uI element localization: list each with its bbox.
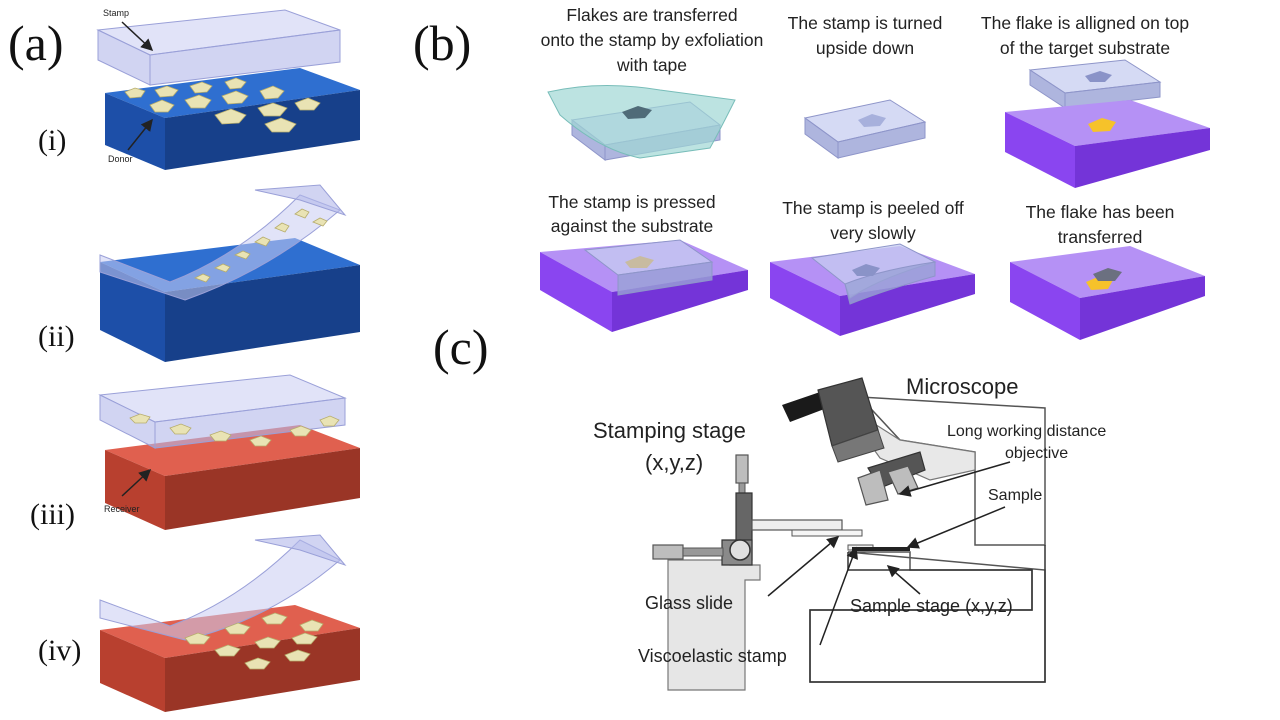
step-ii-label: (ii): [38, 320, 75, 353]
stamping-stage-label: Stamping stage: [593, 418, 746, 443]
sample-label: Sample: [988, 487, 1042, 504]
eyepiece: [782, 392, 827, 422]
microscope: [782, 377, 1046, 546]
flakes-under-stamp: [129, 413, 340, 447]
stage-pivot: [729, 539, 751, 561]
illustration-exfoliation-tape: [547, 84, 736, 162]
step-ii-illustration: [99, 184, 360, 362]
receiver-label: Receiver: [104, 504, 140, 514]
objective-arrow: [898, 461, 1011, 497]
svg-text:The stamp is pressed: The stamp is pressed: [548, 192, 715, 212]
x-knob[interactable]: [652, 544, 684, 560]
panel-b-letter: (b): [413, 15, 471, 71]
sample: [852, 547, 910, 551]
svg-text:The flake has been: The flake has been: [1026, 202, 1175, 222]
stamping-stage-axes-label: (x,y,z): [645, 450, 703, 475]
stamping-stage-base: [667, 559, 761, 691]
sample-stage-label: Sample stage (x,y,z): [850, 596, 1013, 616]
flakes-on-donor: [124, 77, 321, 133]
svg-text:with tape: with tape: [616, 55, 687, 75]
illustration-flake-aligned: [1005, 59, 1210, 188]
flakes-on-receiver: [184, 612, 324, 670]
svg-text:against the substrate: against the substrate: [551, 216, 713, 236]
tape: [547, 84, 736, 159]
objective-lens: [857, 469, 889, 506]
svg-text:onto the stamp by exfoliation: onto the stamp by exfoliation: [541, 30, 764, 50]
caption-step-6: The flake has been transferred: [1026, 202, 1175, 247]
illustration-stamp-upside-down: [803, 99, 927, 159]
stamp-arrow: [819, 546, 858, 646]
step-iii-illustration: Receiver: [98, 374, 360, 530]
panel-a-letter: (a): [8, 15, 64, 71]
caption-step-4: The stamp is pressed against the substra…: [548, 192, 715, 236]
objective-label-line-1: Long working distance: [947, 423, 1106, 440]
svg-text:The flake is alligned on top: The flake is alligned on top: [981, 13, 1189, 33]
stamp-label: Stamp: [103, 8, 129, 18]
svg-text:Flakes are transferred: Flakes are transferred: [566, 5, 737, 25]
svg-text:The stamp is peeled off: The stamp is peeled off: [782, 198, 964, 218]
panel-c: (c): [433, 319, 1106, 691]
svg-text:transferred: transferred: [1058, 227, 1143, 247]
step-iv-illustration: [99, 534, 360, 712]
svg-text:of the target substrate: of the target substrate: [1000, 38, 1170, 58]
svg-text:very slowly: very slowly: [830, 223, 916, 243]
step-i-label: (i): [38, 124, 66, 157]
z-knob[interactable]: [735, 454, 749, 484]
illustration-flake-transferred: [1010, 246, 1205, 340]
caption-step-2: The stamp is turned upside down: [788, 13, 943, 58]
caption-step-1: Flakes are transferred onto the stamp by…: [541, 5, 764, 75]
donor-label: Donor: [108, 154, 133, 164]
microscope-label: Microscope: [906, 374, 1018, 399]
glass-slide-label: Glass slide: [645, 593, 733, 613]
step-iii-label: (iii): [30, 498, 75, 531]
svg-text:The stamp is turned: The stamp is turned: [788, 13, 943, 33]
stamp-arm: [751, 519, 843, 531]
caption-step-5: The stamp is peeled off very slowly: [782, 198, 964, 243]
viscoelastic-stamp-label: Viscoelastic stamp: [638, 646, 787, 666]
panel-a: (a): [8, 8, 360, 712]
flakes-on-peeling-stamp: [193, 208, 328, 283]
svg-text:upside down: upside down: [816, 38, 914, 58]
panel-c-letter: (c): [433, 319, 489, 375]
glass-slide: [791, 529, 863, 537]
sample-arrow: [906, 506, 1006, 549]
step-iv-label: (iv): [38, 634, 81, 667]
objective-label-line-2: objective: [1005, 445, 1068, 462]
glass-slide-arrow: [767, 536, 840, 597]
illustration-stamp-pressed: [540, 239, 748, 332]
step-i-illustration: Stamp Donor: [96, 8, 360, 170]
sample-stage-arrow: [886, 565, 921, 595]
panel-b: (b) Flakes are transferred onto the stam…: [413, 5, 1210, 340]
stamping-stage: [652, 454, 863, 691]
illustration-stamp-peeled: [770, 243, 975, 336]
caption-step-3: The flake is alligned on top of the targ…: [981, 13, 1189, 58]
